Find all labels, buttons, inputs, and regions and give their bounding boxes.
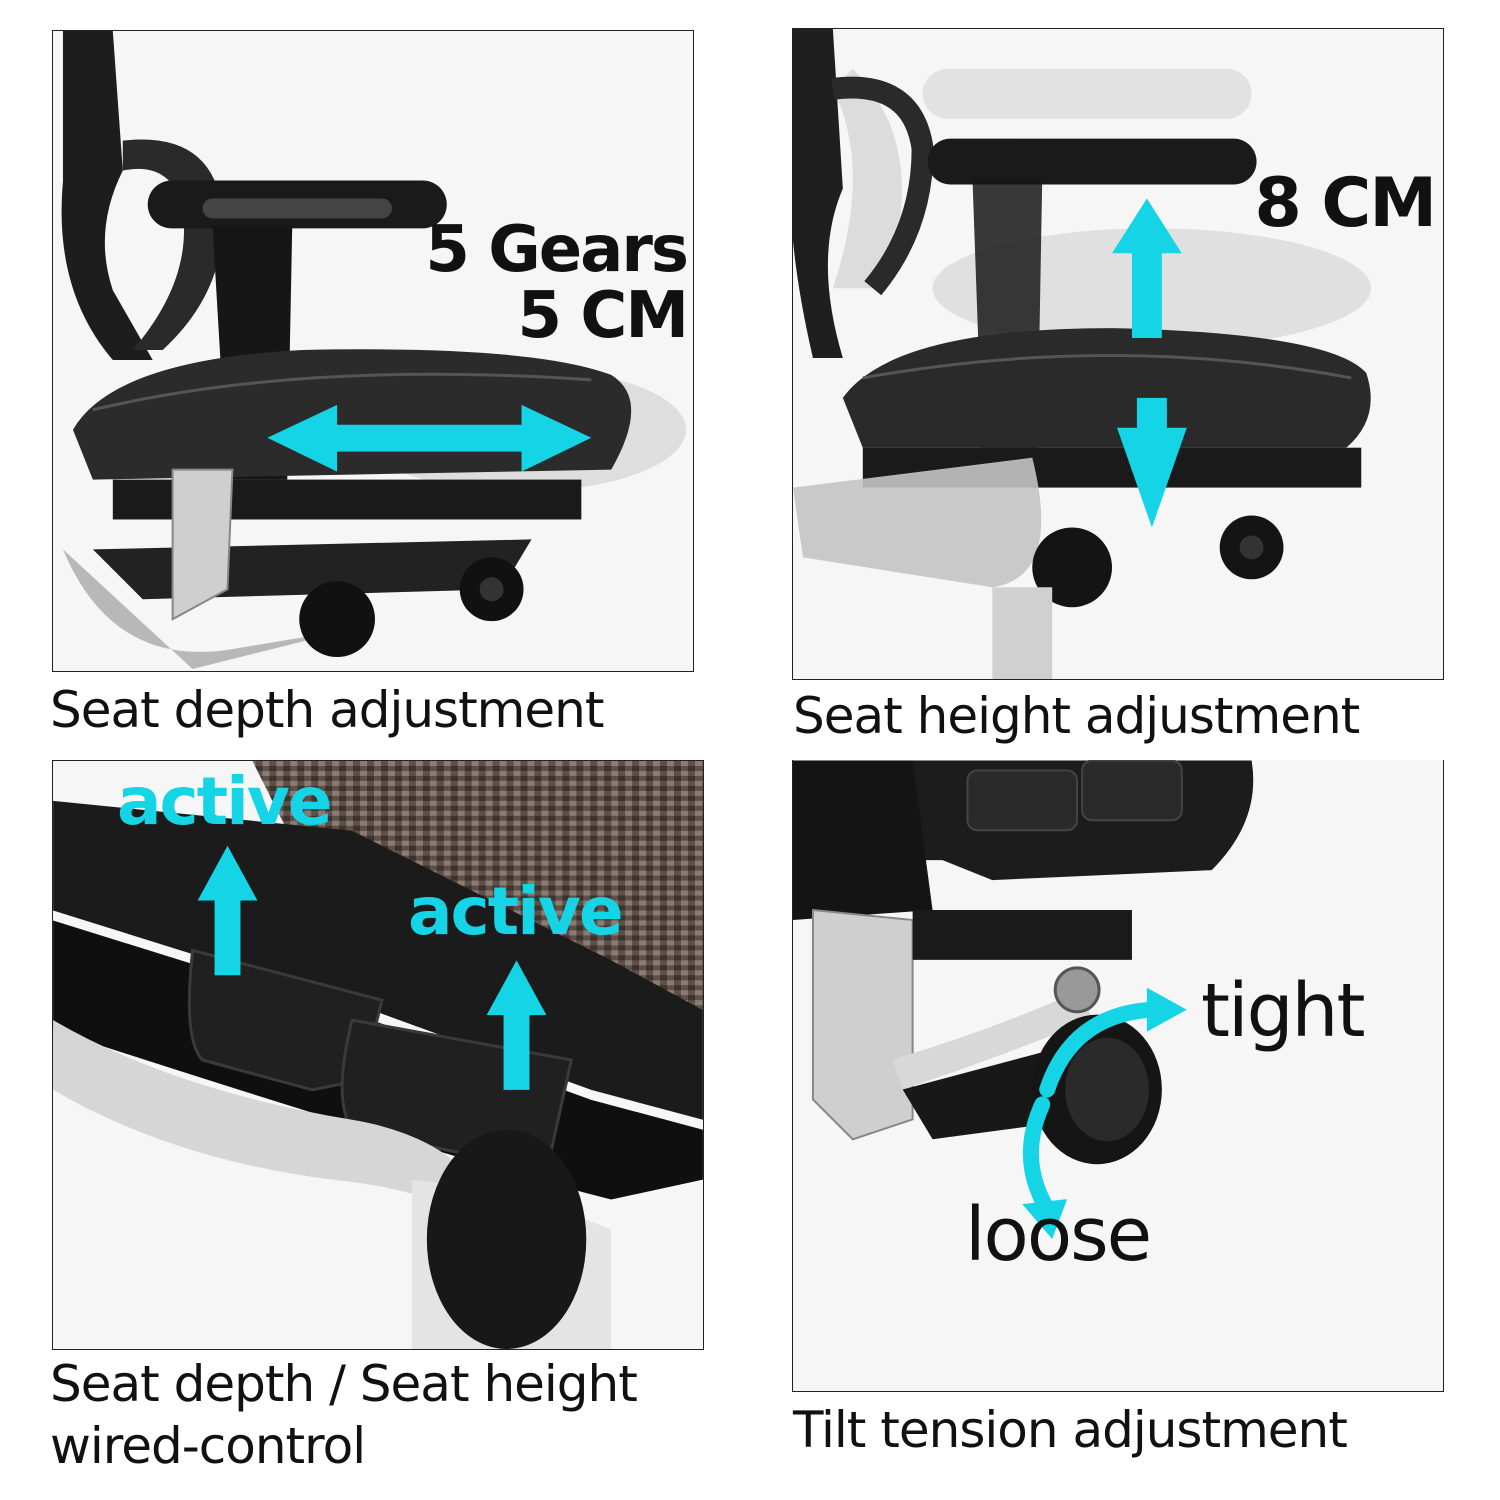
tilt-tension-illustration [793, 760, 1254, 1239]
seat-depth-illustration [61, 31, 687, 670]
loose-label: loose [965, 1192, 1152, 1278]
wired-control-illustration [53, 761, 703, 1349]
seat-depth-photo: 5 Gears 5 CM [52, 30, 694, 672]
tight-label: tight [1201, 968, 1365, 1054]
caption-wired-control-line2: wired-control [50, 1417, 366, 1475]
tilt-tension-photo: tight loose [792, 760, 1444, 1392]
gears-label: 5 Gears [425, 213, 689, 287]
distance-label: 5 CM [517, 279, 689, 353]
caption-seat-height: Seat height adjustment [793, 687, 1360, 745]
caption-wired-control-line1: Seat depth / Seat height [50, 1355, 638, 1413]
caption-seat-depth: Seat depth adjustment [50, 681, 604, 739]
wired-control-photo: active active [52, 760, 704, 1350]
caption-tilt-tension: Tilt tension adjustment [793, 1401, 1348, 1459]
height-range-label: 8 CM [1254, 164, 1437, 243]
active-label-height: active [408, 873, 624, 950]
seat-height-illustration [793, 29, 1372, 679]
seat-height-photo: 8 CM [792, 28, 1444, 680]
active-label-depth: active [117, 763, 333, 840]
